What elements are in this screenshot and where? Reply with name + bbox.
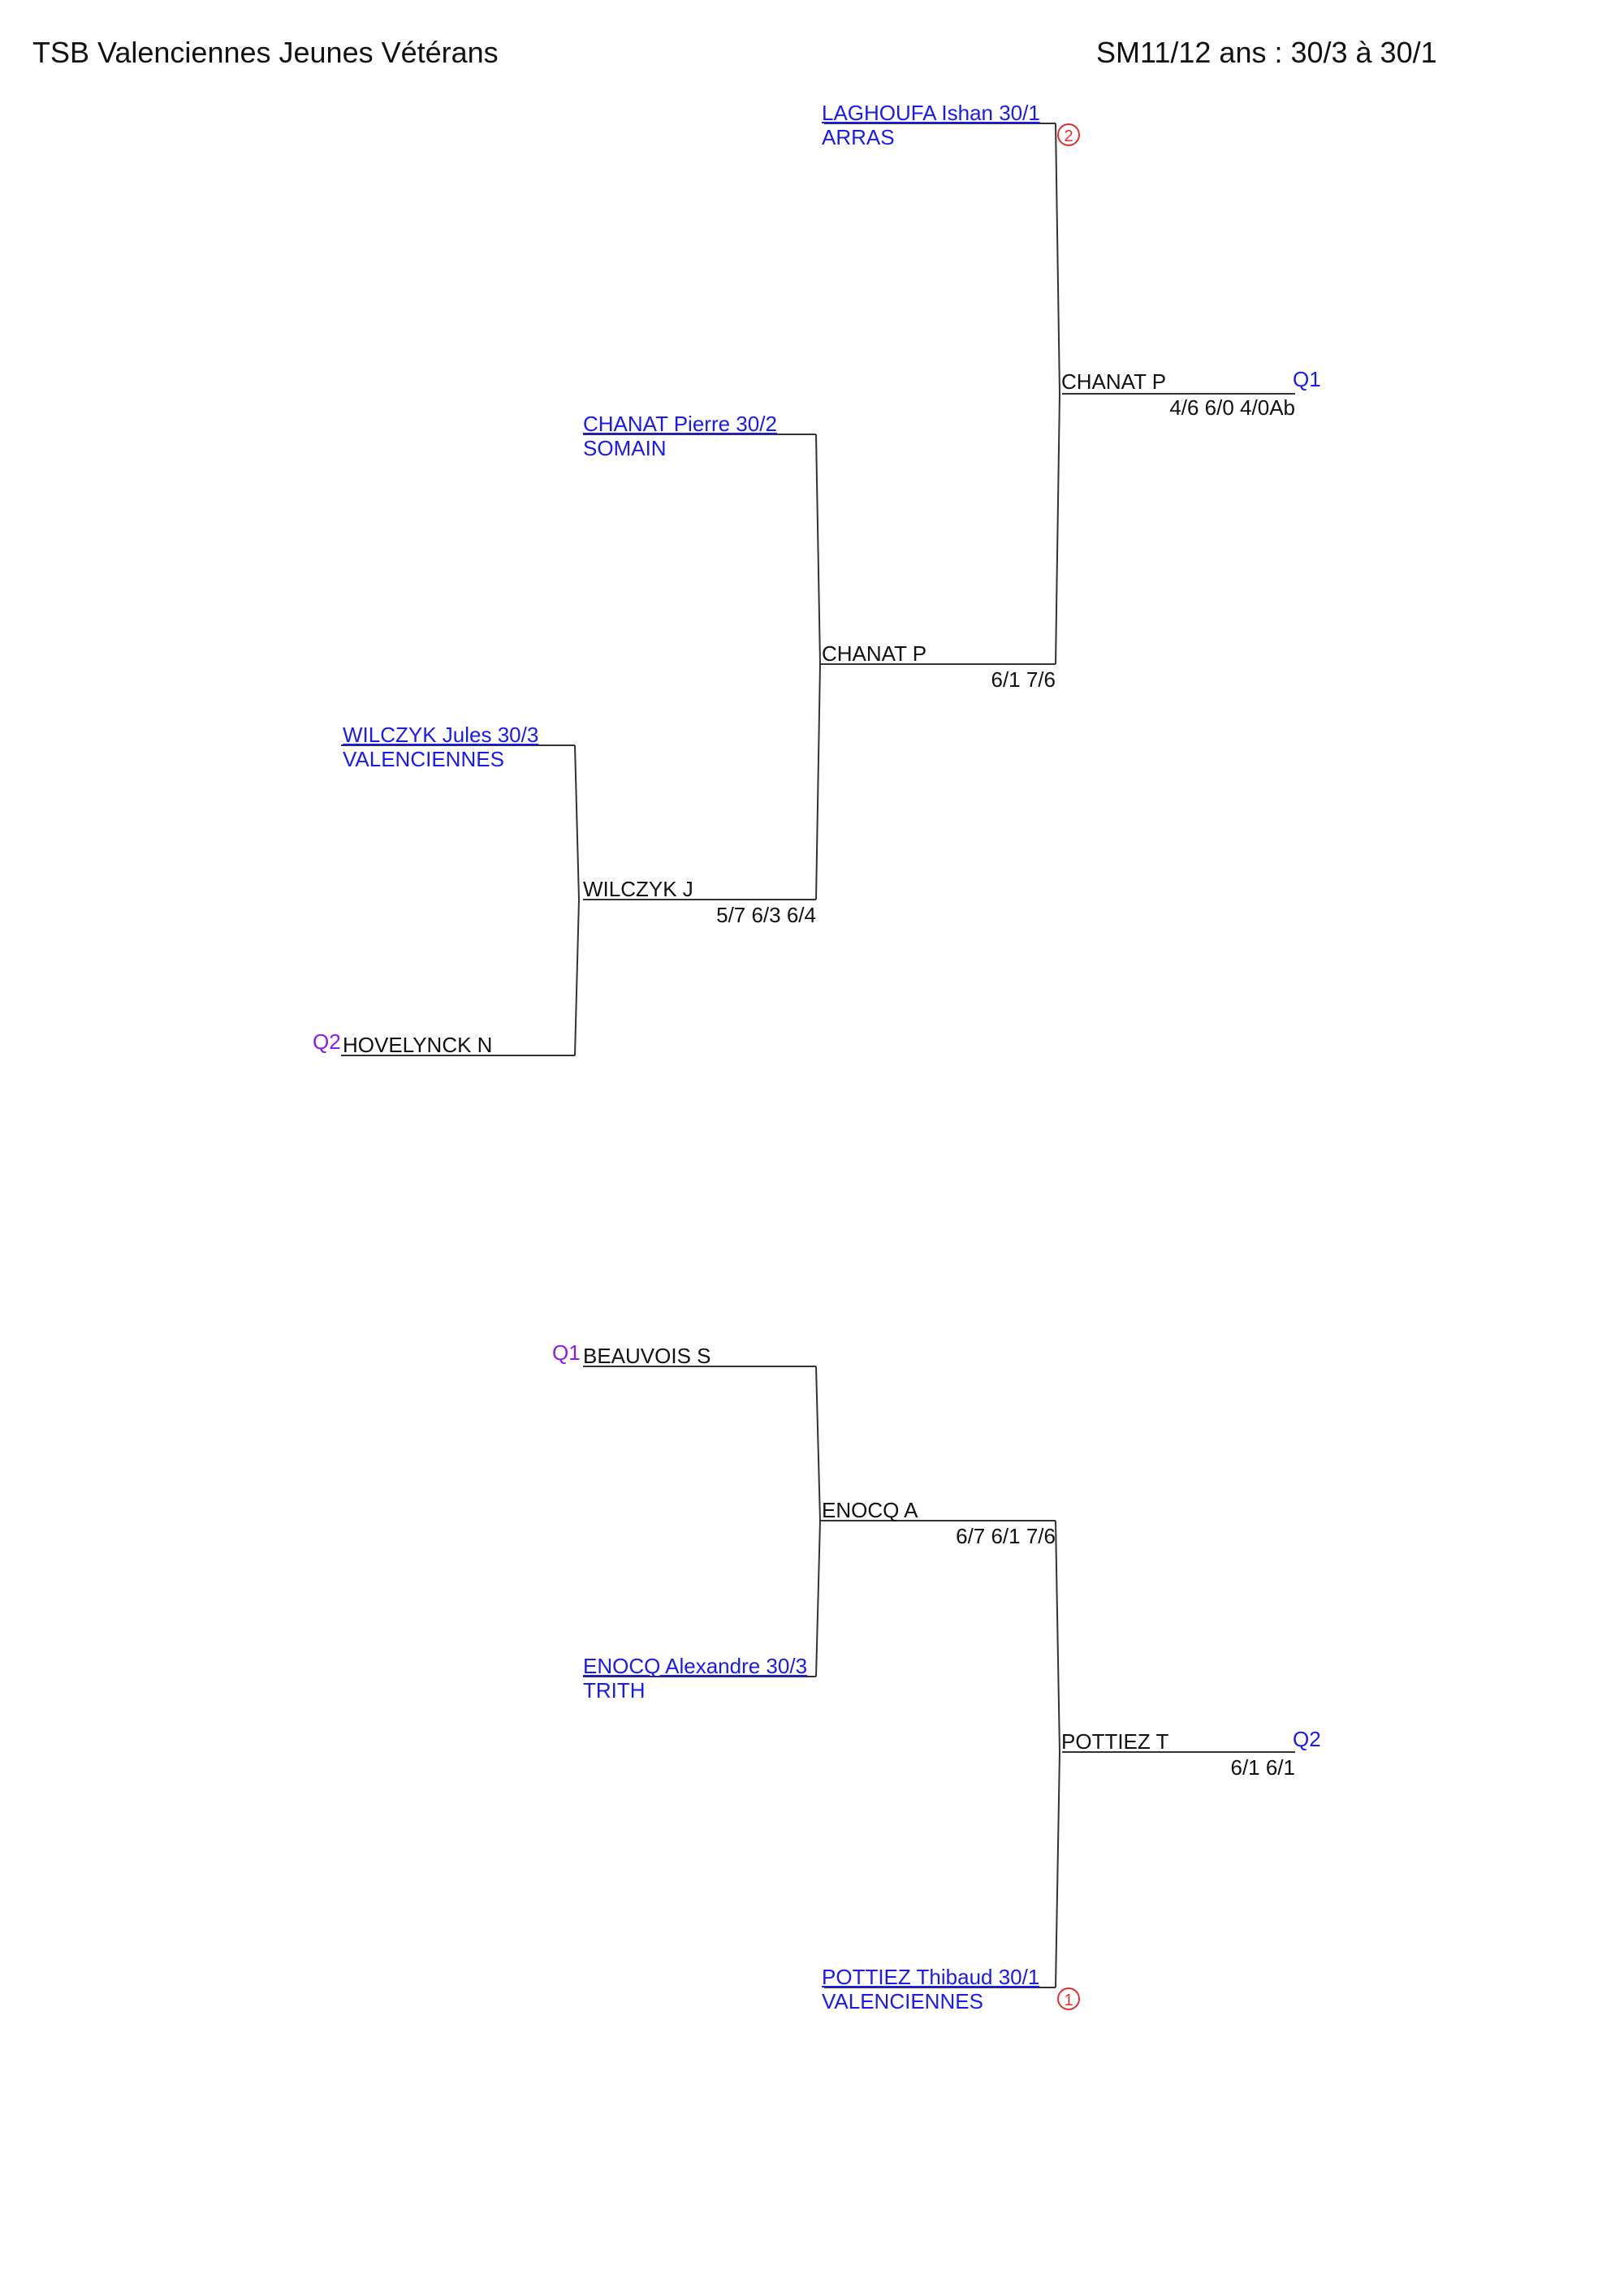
final-bottom-score: 6/1 6/1 <box>1230 1755 1295 1780</box>
wilczyk-connector <box>574 744 580 900</box>
wilczyk-j-connector <box>815 663 821 900</box>
beauvois-qual: Q1 <box>552 1340 581 1365</box>
player-chanat-name[interactable]: CHANAT Pierre 30/2 <box>583 412 777 436</box>
enocq-connector <box>815 1520 821 1677</box>
player-beauvois-name: BEAUVOIS S <box>583 1344 711 1368</box>
player-enocq-name[interactable]: ENOCQ Alexandre 30/3 <box>583 1654 808 1678</box>
chanat-connector <box>815 434 821 665</box>
final-bottom-winner: POTTIEZ T <box>1061 1729 1169 1754</box>
player-pottiez-name[interactable]: POTTIEZ Thibaud 30/1 <box>822 1965 1040 1989</box>
player-chanat-club: SOMAIN <box>583 436 667 460</box>
final-top-qual: Q1 <box>1293 367 1321 391</box>
final-top-winner: CHANAT P <box>1061 369 1167 394</box>
enocq-a-connector <box>1055 1520 1060 1753</box>
tournament-title: TSB Valenciennes Jeunes Vétérans <box>32 36 499 69</box>
player-wilczyk-club: VALENCIENNES <box>343 747 504 771</box>
bottom-match1-score: 6/7 6/1 7/6 <box>956 1524 1056 1548</box>
match1-winner: WILCZYK J <box>583 877 693 901</box>
beauvois-connector <box>815 1366 821 1521</box>
player-laghoufa-name[interactable]: LAGHOUFA Ishan 30/1 <box>822 101 1040 125</box>
category-title: SM11/12 ans : 30/3 à 30/1 <box>1096 36 1437 69</box>
player-wilczyk-name[interactable]: WILCZYK Jules 30/3 <box>343 723 539 747</box>
pottiez-connector <box>1055 1751 1060 1988</box>
match2-score: 6/1 7/6 <box>991 667 1056 692</box>
chanat-p-connector <box>1055 393 1060 665</box>
player-laghoufa-club: ARRAS <box>822 125 895 149</box>
final-top-score: 4/6 6/0 4/0Ab <box>1169 395 1295 420</box>
final-bottom-qual: Q2 <box>1293 1727 1321 1751</box>
match1-score: 5/7 6/3 6/4 <box>716 903 816 927</box>
hovelynck-qual: Q2 <box>313 1029 341 1054</box>
seed-badge-1: 1 <box>1057 1987 1080 2010</box>
player-pottiez-club: VALENCIENNES <box>822 1989 983 2013</box>
hovelynck-connector <box>574 899 580 1056</box>
match2-winner: CHANAT P <box>822 641 927 666</box>
player-hovelynck-name: HOVELYNCK N <box>343 1033 493 1057</box>
player-enocq-club: TRITH <box>583 1678 646 1703</box>
seed-badge-2: 2 <box>1057 123 1080 146</box>
bottom-match1-winner: ENOCQ A <box>822 1498 918 1522</box>
laghoufa-connector <box>1055 123 1060 395</box>
